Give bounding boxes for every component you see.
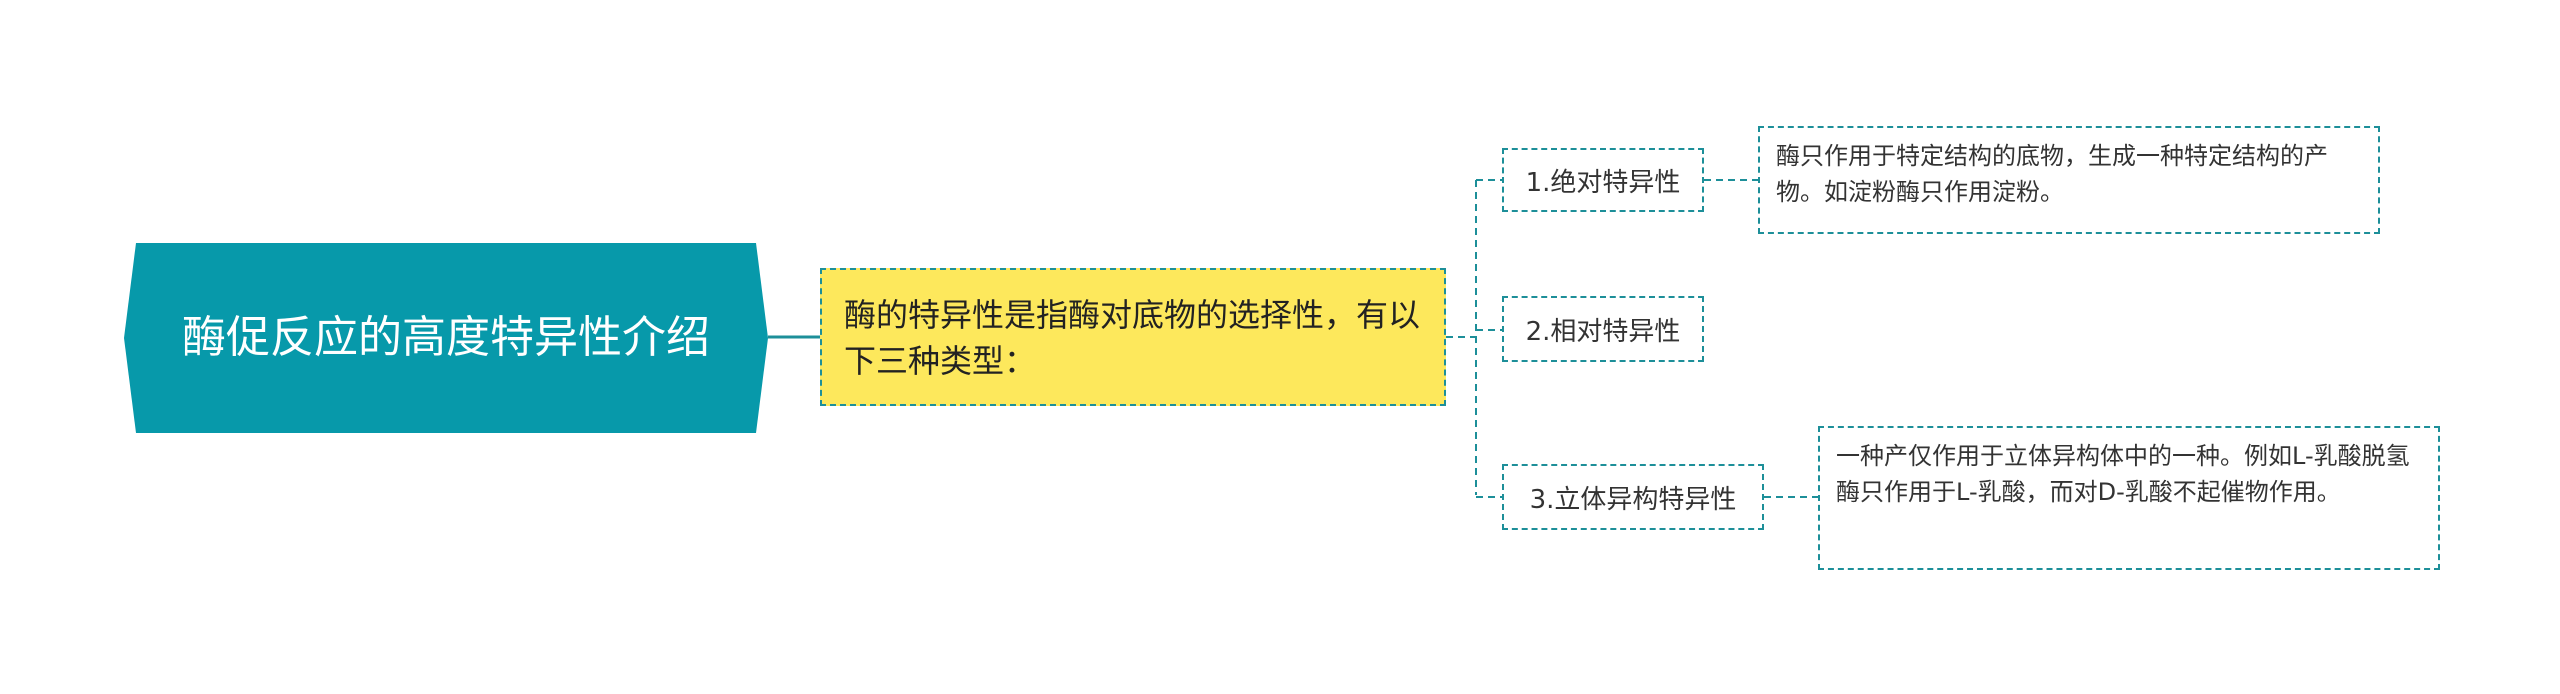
leaf-text: 一种产仅作用于立体异构体中的一种。例如L-乳酸脱氢酶只作用于L-乳酸，而对D-乳… — [1836, 442, 2410, 506]
root-topic-text: 酶促反应的高度特异性介绍 — [182, 312, 710, 363]
branch-absolute-specificity[interactable]: 1.绝对特异性 — [1502, 148, 1704, 212]
leaf-text: 酶只作用于特定结构的底物，生成一种特定结构的产物。如淀粉酶只作用淀粉。 — [1776, 142, 2328, 206]
leaf-stereo-specificity[interactable]: 一种产仅作用于立体异构体中的一种。例如L-乳酸脱氢酶只作用于L-乳酸，而对D-乳… — [1818, 426, 2440, 570]
branch-stereo-specificity[interactable]: 3.立体异构特异性 — [1502, 464, 1764, 530]
branch-label: 1.绝对特异性 — [1525, 167, 1681, 198]
main-topic[interactable]: 酶的特异性是指酶对底物的选择性，有以下三种类型： — [820, 268, 1446, 406]
branch-label: 3.立体异构特异性 — [1529, 484, 1737, 515]
root-topic[interactable]: 酶促反应的高度特异性介绍 — [124, 243, 768, 433]
branch-label: 2.相对特异性 — [1525, 316, 1681, 347]
main-topic-text: 酶的特异性是指酶对底物的选择性，有以下三种类型： — [844, 296, 1421, 380]
branch-relative-specificity[interactable]: 2.相对特异性 — [1502, 296, 1704, 362]
leaf-absolute-specificity[interactable]: 酶只作用于特定结构的底物，生成一种特定结构的产物。如淀粉酶只作用淀粉。 — [1758, 126, 2380, 234]
